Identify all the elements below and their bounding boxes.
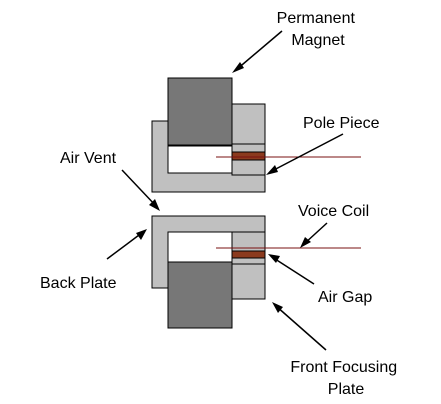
- air-vent-arrowhead: [149, 199, 160, 211]
- lower-assembly: [151, 215, 361, 329]
- air-gap-arrowhead: [268, 254, 280, 263]
- labels: Permanent Magnet Pole Piece Air Vent Voi…: [40, 10, 401, 398]
- permanent-magnet-arrowhead: [232, 62, 244, 73]
- air-vent-label: Air Vent: [60, 150, 117, 167]
- air-vent-arrow: [121, 169, 158, 208]
- voice-coil-label: Voice Coil: [298, 203, 369, 220]
- pole-piece-label: Pole Piece: [303, 115, 380, 132]
- upper-permanent-magnet: [167, 77, 233, 146]
- upper-pole-piece: [231, 159, 266, 176]
- front-focusing-plate-arrow: [275, 305, 327, 351]
- permanent-magnet-arrow: [235, 30, 283, 71]
- front-focusing-plate-label-line-1: Front Focusing: [290, 359, 397, 376]
- upper-front-focusing-plate: [231, 103, 266, 145]
- front-focusing-plate-arrowhead: [272, 302, 283, 313]
- permanent-magnet-label: Permanent Magnet: [277, 10, 360, 49]
- voice-coil-arrowhead: [300, 237, 311, 248]
- lower-voice-coil: [231, 250, 266, 259]
- permanent-magnet-label-line-1: Permanent: [277, 10, 356, 27]
- front-focusing-plate-label-line-2: Plate: [328, 381, 365, 398]
- back-plate-label: Back Plate: [40, 275, 117, 292]
- lower-permanent-magnet: [167, 261, 233, 329]
- lower-front-focusing-plate: [231, 263, 266, 300]
- air-gap-arrow: [271, 256, 315, 285]
- pole-piece-arrow: [269, 133, 344, 173]
- upper-voice-coil: [231, 151, 266, 161]
- back-plate-arrow: [106, 231, 144, 260]
- upper-assembly: [151, 77, 361, 193]
- back-plate-arrowhead: [136, 229, 147, 240]
- callout-arrows: [106, 30, 344, 351]
- pole-piece-arrowhead: [266, 165, 278, 175]
- air-gap-label: Air Gap: [318, 289, 372, 306]
- permanent-magnet-label-line-2: Magnet: [291, 32, 345, 49]
- lower-pole-piece: [231, 231, 266, 249]
- front-focusing-plate-label: Front Focusing Plate: [290, 359, 401, 398]
